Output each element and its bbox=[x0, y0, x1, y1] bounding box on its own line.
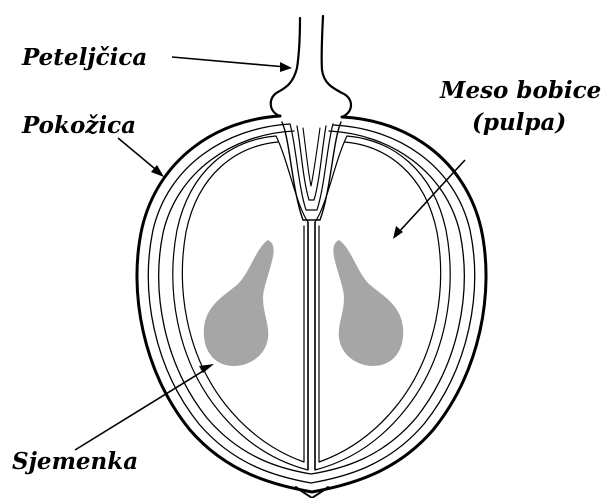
label-meso-bobice: Meso bobice bbox=[440, 79, 601, 102]
seed-right bbox=[333, 240, 403, 366]
skin-layers bbox=[137, 116, 486, 492]
label-pokozica: Pokožica bbox=[22, 114, 136, 137]
label-sjemenka: Sjemenka bbox=[12, 450, 138, 473]
seed-left bbox=[204, 240, 274, 366]
label-peteljcica: Peteljčica bbox=[22, 46, 147, 69]
label-pulpa: (pulpa) bbox=[472, 111, 566, 134]
